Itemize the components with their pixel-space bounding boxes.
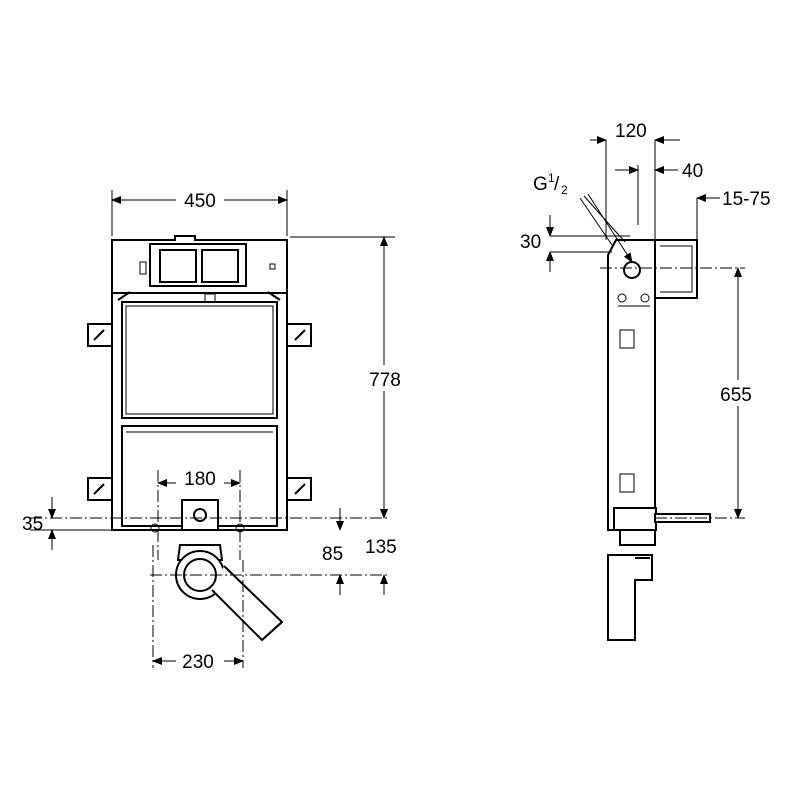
wall-bracket: [654, 239, 698, 299]
thread-denominator: 2: [561, 183, 568, 197]
drain-spacing-label: 230: [182, 652, 214, 673]
thread-letter: G: [533, 174, 548, 195]
height-dimension-label: 778: [369, 370, 401, 391]
drain-pipe: [175, 544, 284, 642]
mounting-tabs: [87, 323, 312, 501]
fraction-slash: /: [554, 174, 560, 195]
bottom-offset-label: 35: [22, 514, 43, 535]
inlet-spacing-label: 180: [184, 469, 216, 490]
wall-adjust-label: 15-75: [722, 189, 771, 210]
side-drain-pipe: [607, 529, 656, 641]
width-dimension-label: 450: [184, 191, 216, 212]
side-frame: [607, 239, 656, 531]
outlet-height-label: 135: [365, 537, 397, 558]
side-height-label: 655: [720, 385, 752, 406]
offset-dimension-label: 40: [682, 161, 703, 182]
thread-numerator: 1: [548, 171, 555, 185]
thread-label: G 1 / 2: [533, 171, 568, 197]
inlet-fitting: [181, 499, 219, 531]
top-offset-label: 30: [520, 232, 541, 253]
depth-dimension-label: 120: [615, 121, 647, 142]
frame: [111, 292, 288, 531]
drain-height-label: 85: [322, 544, 343, 565]
front-view: 450 778 180 35 85 135 230: [22, 188, 408, 673]
flush-button-right: [201, 249, 239, 283]
flush-button-left: [159, 249, 197, 283]
side-view: 120 40 15-75 G 1 / 2 30 655: [520, 121, 771, 641]
